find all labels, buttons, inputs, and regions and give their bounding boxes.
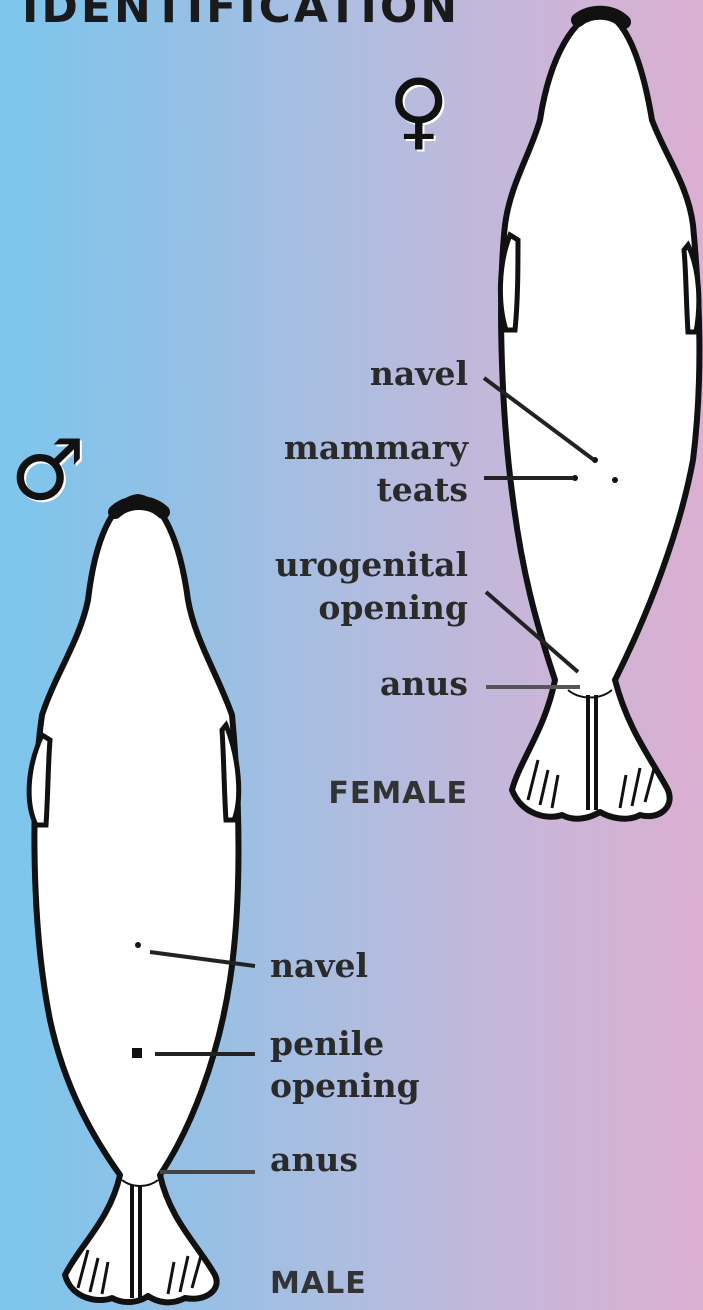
male-caption: MALE: [270, 1264, 367, 1304]
female-caption: FEMALE: [328, 774, 468, 814]
female-seal-drawing: [484, 12, 699, 819]
female-mammary-label: mammary: [284, 428, 468, 468]
female-anus-label: anus: [380, 664, 468, 704]
female-navel-label: navel: [370, 354, 468, 394]
male-seal-drawing: [29, 497, 255, 1302]
male-penile-label: penile: [270, 1024, 384, 1064]
male-opening-label: opening: [270, 1066, 420, 1106]
female-teats-label: teats: [377, 470, 468, 510]
female-urogenital-label: urogenital: [275, 545, 468, 585]
female-symbol-icon: ♀: [388, 68, 450, 152]
male-navel-label: navel: [270, 946, 368, 986]
male-anus-label: anus: [270, 1140, 358, 1180]
female-opening-label: opening: [318, 588, 468, 628]
male-symbol-icon: ♂: [10, 428, 85, 512]
